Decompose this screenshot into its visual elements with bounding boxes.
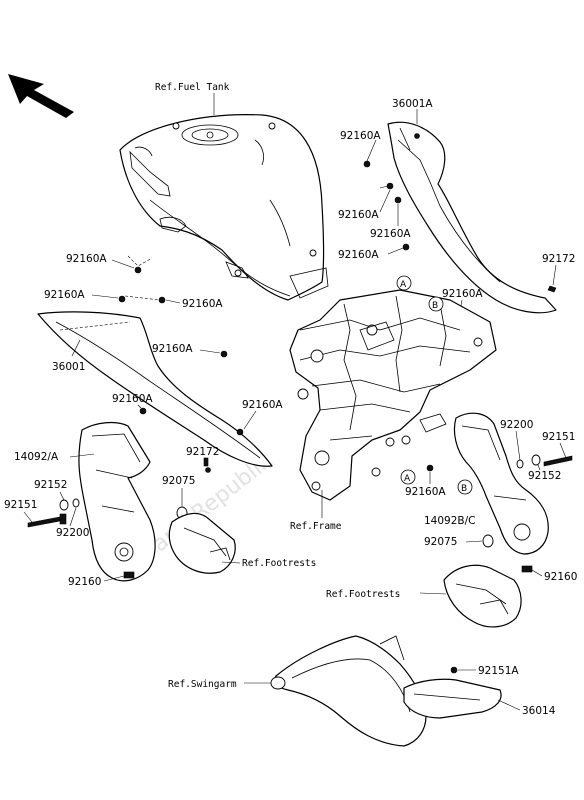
- grommets-left: [118, 266, 244, 473]
- part-92160A-label-1: 92160A: [340, 130, 381, 142]
- footrest-right-ref: [443, 564, 522, 628]
- part-92160A-label-3: 92160A: [370, 228, 411, 240]
- part-92160A-label-7: 92160A: [44, 289, 85, 301]
- circle-marker-a-upper: A: [396, 275, 412, 291]
- ref-frame-label: Ref.Frame: [290, 521, 342, 532]
- part-92160A-label-4: 92160A: [338, 249, 379, 261]
- svg-text:B: B: [432, 301, 438, 311]
- part-92152-label-left: 92152: [34, 479, 67, 491]
- heel-guard-14092BC: [453, 412, 549, 555]
- part-92160-label-left: 92160: [68, 576, 101, 588]
- circle-marker-a-lower: A: [400, 469, 416, 485]
- svg-text:A: A: [404, 474, 411, 484]
- part-92151A-label: 92151A: [478, 665, 519, 677]
- part-92160-label-right: 92160: [544, 571, 577, 583]
- ref-fuel-tank-label: Ref.Fuel Tank: [155, 82, 230, 93]
- part-92151-label-left: 92151: [4, 499, 37, 511]
- part-92200-label-right: 92200: [500, 419, 533, 431]
- circle-marker-b-upper: B: [428, 296, 444, 312]
- part-92075-label-right: 92075: [424, 536, 457, 548]
- frame: [289, 289, 497, 501]
- part-92160A-label-6: 92160A: [66, 253, 107, 265]
- front-direction-arrow-icon: [8, 74, 74, 118]
- chain-cover-36014: [403, 666, 502, 719]
- part-92160A-label-10: 92160A: [112, 393, 153, 405]
- part-92160A-label-2: 92160A: [338, 209, 379, 221]
- circle-marker-b-lower: B: [457, 479, 473, 495]
- part-92160A-label-8: 92160A: [182, 298, 223, 310]
- part-92075-label-left: 92075: [162, 475, 195, 487]
- ref-footrests-right-label: Ref.Footrests: [326, 589, 400, 600]
- ref-footrests-left-label: Ref.Footrests: [242, 558, 316, 569]
- part-92160A-label-5: 92160A: [442, 288, 483, 300]
- svg-text:A: A: [400, 280, 407, 290]
- footrest-left-ref: [168, 512, 236, 574]
- svg-text:B: B: [461, 484, 467, 494]
- part-92172-label-mid: 92172: [186, 446, 219, 458]
- fasteners-right: [426, 454, 573, 573]
- part-14092BC-label: 14092B/C: [424, 515, 475, 527]
- part-92152-label-right: 92152: [528, 470, 561, 482]
- swingarm-ref: [270, 635, 427, 747]
- heel-guard-14092A: [78, 421, 156, 582]
- side-cover-36001: [37, 311, 273, 467]
- part-92160A-label-9: 92160A: [152, 343, 193, 355]
- part-92172-label-top: 92172: [542, 253, 575, 265]
- side-cover-36001A: [387, 121, 557, 314]
- part-36001A-label: 36001A: [392, 98, 433, 110]
- part-92151-label-right: 92151: [542, 431, 575, 443]
- part-14092A-label: 14092/A: [14, 451, 59, 463]
- ref-swingarm-label: Ref.Swingarm: [168, 679, 237, 690]
- fuel-tank: [119, 114, 329, 301]
- part-92200-label-left: 92200: [56, 527, 89, 539]
- part-92160A-label-11b: 92160A: [242, 399, 283, 411]
- fasteners-left: [27, 498, 135, 579]
- part-36014-label: 36014: [522, 705, 556, 717]
- part-36001-label: 36001: [52, 361, 85, 373]
- part-92160A-label-right-low: 92160A: [405, 486, 446, 498]
